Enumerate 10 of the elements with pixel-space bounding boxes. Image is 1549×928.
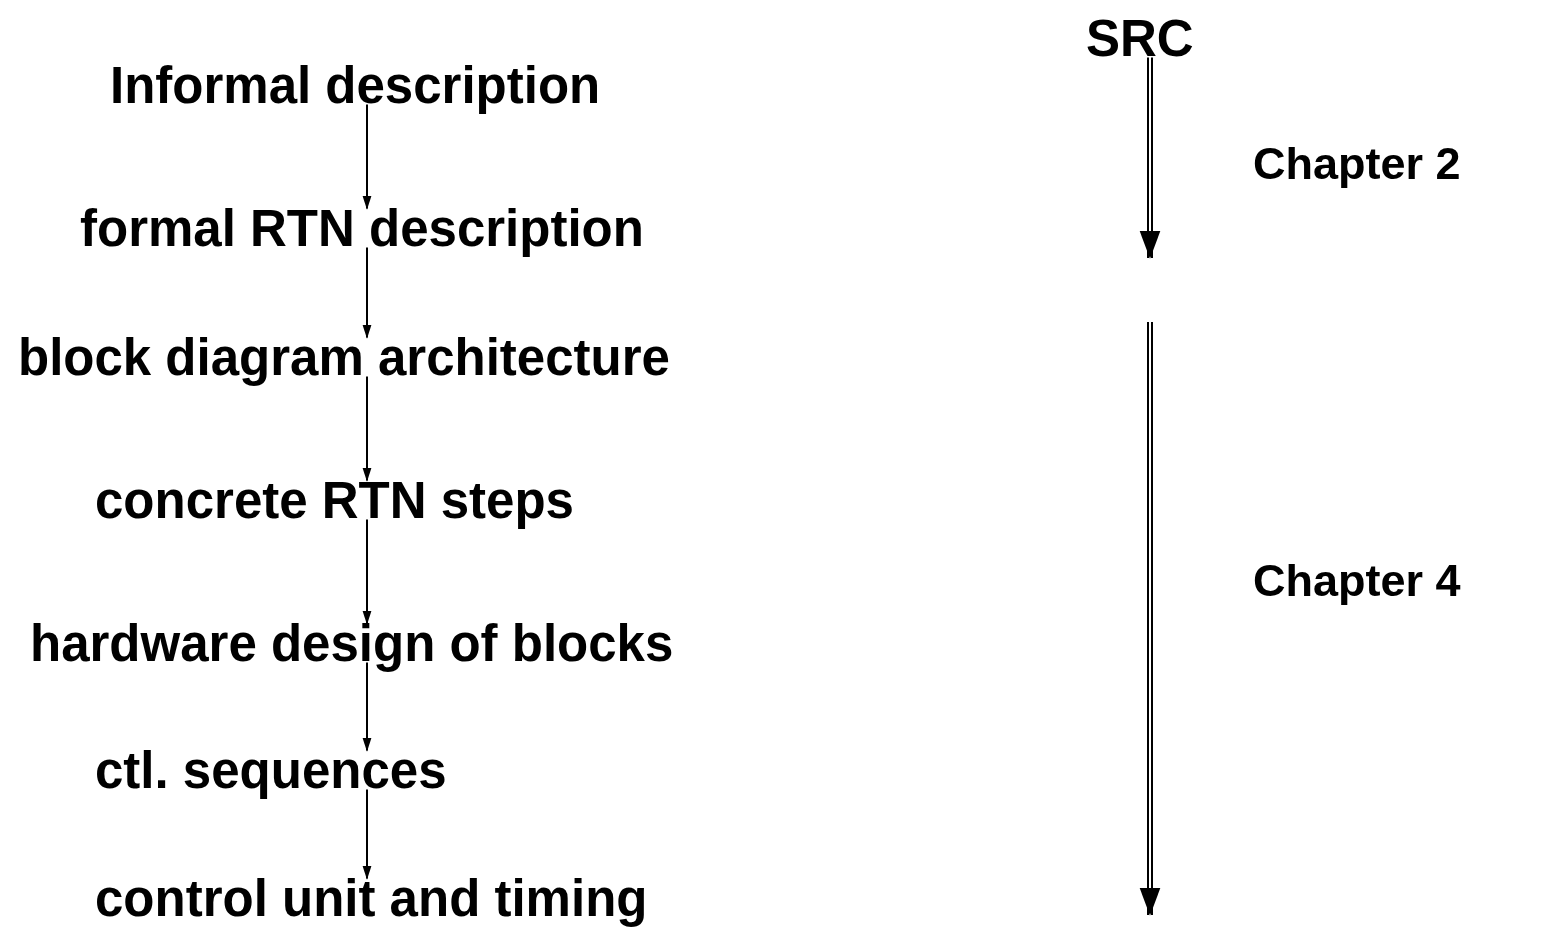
arrow (362, 518, 372, 625)
arrow (362, 246, 372, 339)
chapter-label: Chapter 2 (1253, 140, 1461, 186)
arrow (362, 375, 372, 482)
arrow (362, 103, 372, 210)
arrow (1139, 57, 1161, 259)
chapter-label: Chapter 4 (1253, 557, 1461, 603)
arrow (362, 788, 372, 880)
step-text: SRC (1086, 12, 1194, 64)
arrow (362, 661, 372, 752)
